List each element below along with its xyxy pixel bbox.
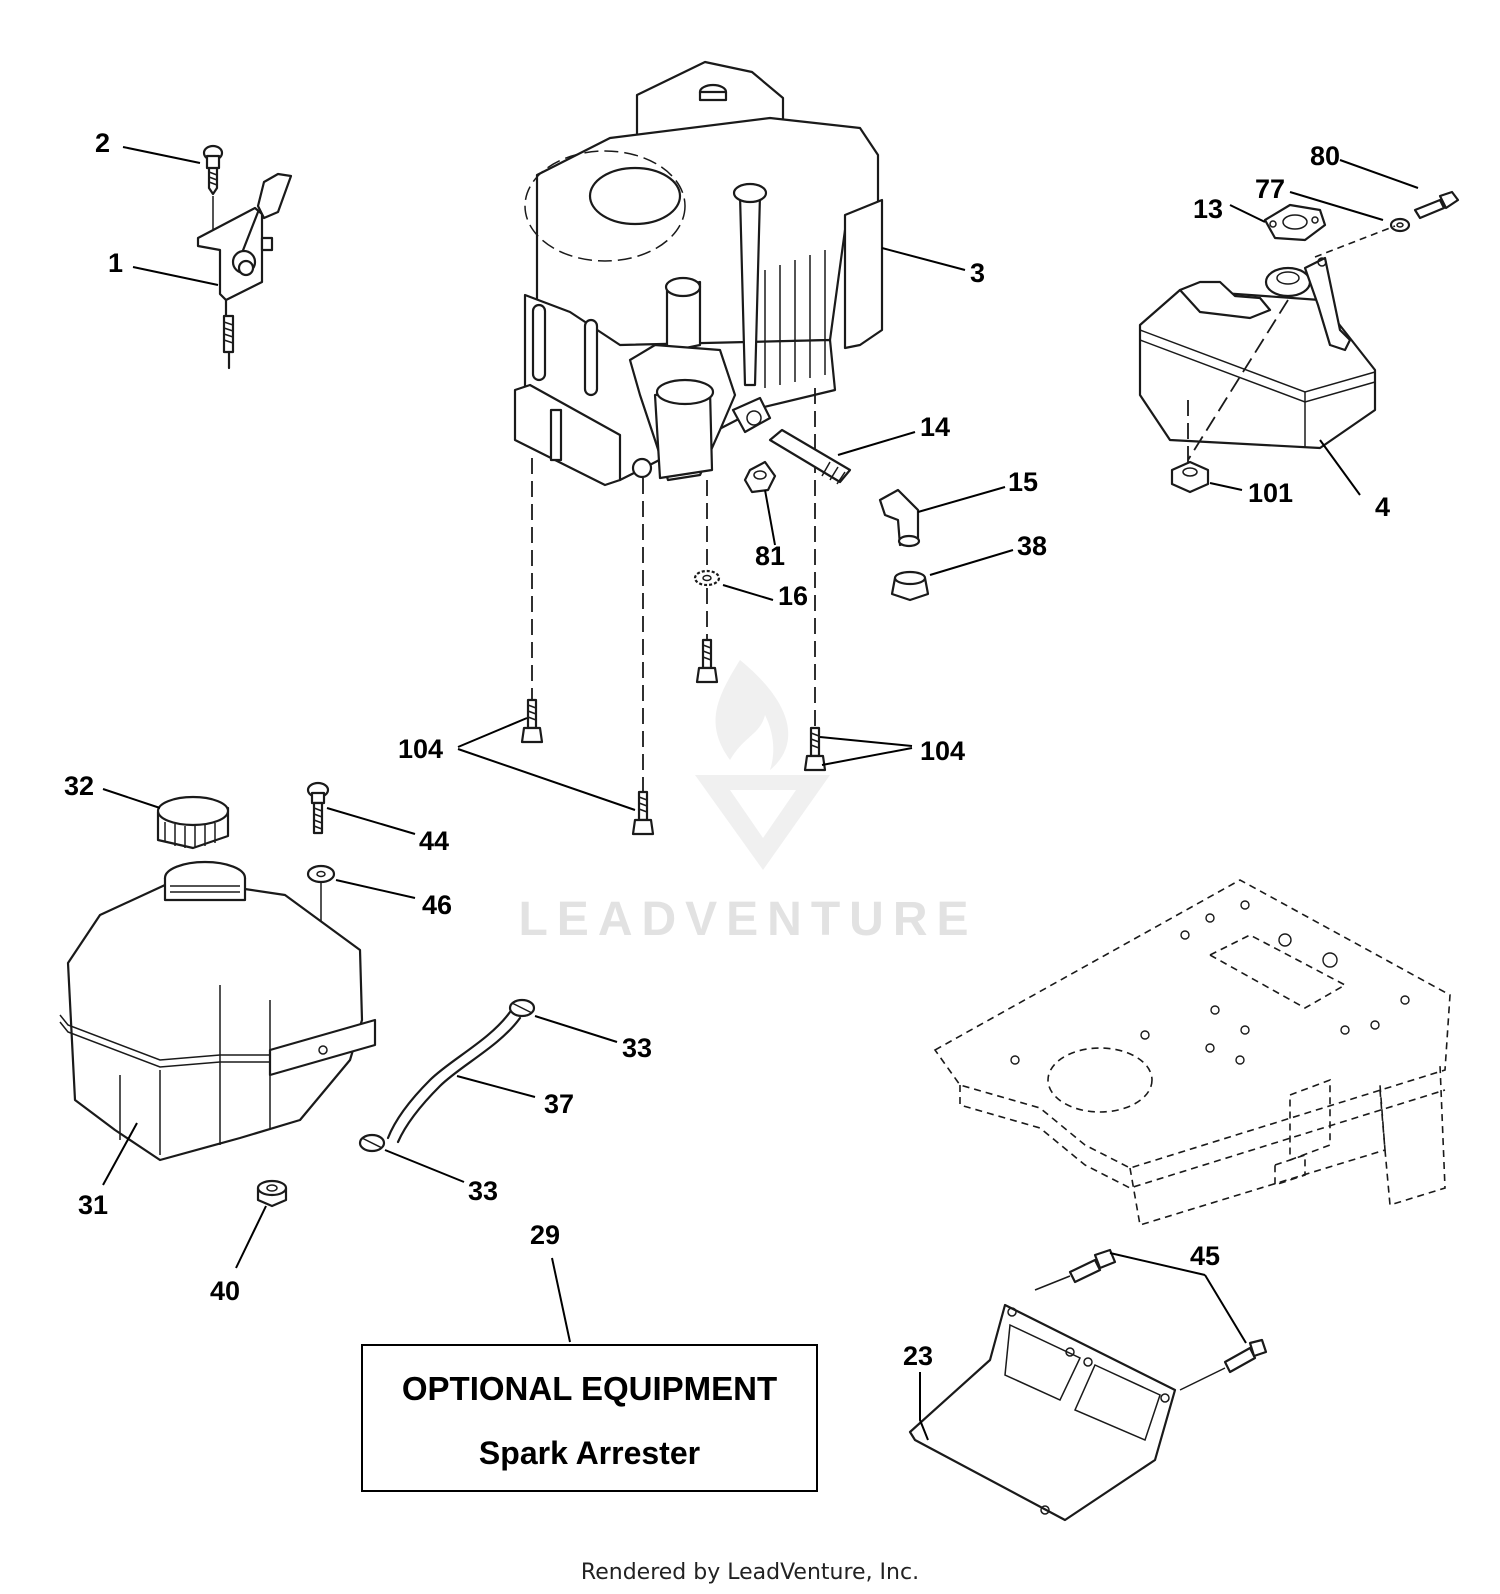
callouts: 2 1 3 4 13 14 15 16 23 29 31 32 33 33 37… — [64, 128, 1390, 1371]
callout-2: 2 — [95, 128, 110, 158]
callout-40: 40 — [210, 1276, 240, 1306]
engine-3-icon — [513, 60, 884, 820]
callout-81: 81 — [755, 541, 785, 571]
cap-38-icon — [890, 570, 930, 602]
hose-clamp-33-icon — [358, 1133, 386, 1153]
callout-14: 14 — [920, 412, 950, 442]
nut-81-icon — [743, 460, 777, 494]
frame-reference-icon — [933, 879, 1451, 1227]
callout-46: 46 — [422, 890, 452, 920]
callout-1: 1 — [108, 248, 123, 278]
screw-44-icon — [306, 781, 330, 835]
muffler-4-icon — [1138, 256, 1377, 462]
callout-77: 77 — [1255, 174, 1285, 204]
washer-77-icon — [1389, 217, 1411, 233]
watermark-text: LEADVENTURE — [518, 893, 977, 946]
bolt-104-icon — [803, 726, 827, 772]
bolt-104-icon — [631, 790, 655, 836]
bolt-104-icon — [695, 638, 719, 684]
callout-32: 32 — [64, 771, 94, 801]
render-credit: Rendered by LeadVenture, Inc. — [580, 1560, 920, 1585]
bolt-45-icon — [1034, 1248, 1117, 1291]
gasket-13-icon — [1263, 203, 1327, 242]
callout-45: 45 — [1190, 1241, 1220, 1271]
spark-arrester-plate-23-icon — [908, 1303, 1177, 1522]
grommet-40-icon — [256, 1179, 288, 1208]
fuel-tank-31-icon — [59, 860, 377, 1162]
callout-29: 29 — [530, 1220, 560, 1250]
leader-lines — [102, 146, 1419, 1441]
optional-equipment-subtitle: Spark Arrester — [478, 1435, 701, 1471]
bolt-45-icon — [1179, 1338, 1268, 1391]
callout-4: 4 — [1375, 492, 1390, 522]
callout-16: 16 — [778, 581, 808, 611]
callout-80: 80 — [1310, 141, 1340, 171]
callout-38: 38 — [1017, 531, 1047, 561]
callout-23: 23 — [903, 1341, 933, 1371]
callout-31: 31 — [78, 1190, 108, 1220]
callout-33-lower: 33 — [468, 1176, 498, 1206]
fitting-14-icon — [768, 428, 852, 485]
callout-104-right: 104 — [920, 736, 965, 766]
callout-104-left: 104 — [398, 734, 443, 764]
hose-clamp-33-icon — [508, 998, 536, 1018]
throttle-control-1-icon — [196, 172, 293, 370]
fuel-cap-32-icon — [156, 795, 230, 850]
watermark-logo-icon — [695, 660, 830, 870]
elbow-15-icon — [878, 488, 921, 548]
fuel-line-37-icon — [386, 1010, 522, 1144]
bolt-80-icon — [1314, 190, 1460, 258]
optional-equipment-box: OPTIONAL EQUIPMENT Spark Arrester — [361, 1344, 818, 1492]
callout-101: 101 — [1248, 478, 1293, 508]
callout-44: 44 — [419, 826, 449, 856]
lock-washer-16-icon — [693, 569, 721, 587]
callout-13: 13 — [1193, 194, 1223, 224]
callout-37: 37 — [544, 1089, 574, 1119]
screw-2-icon — [202, 144, 224, 232]
optional-equipment-title: OPTIONAL EQUIPMENT — [401, 1370, 778, 1407]
callout-33-upper: 33 — [622, 1033, 652, 1063]
callout-3: 3 — [970, 258, 985, 288]
nut-101-icon — [1170, 460, 1210, 494]
bolt-104-icon — [520, 698, 544, 744]
watermark: LEADVENTURE — [518, 660, 977, 946]
callout-15: 15 — [1008, 467, 1038, 497]
